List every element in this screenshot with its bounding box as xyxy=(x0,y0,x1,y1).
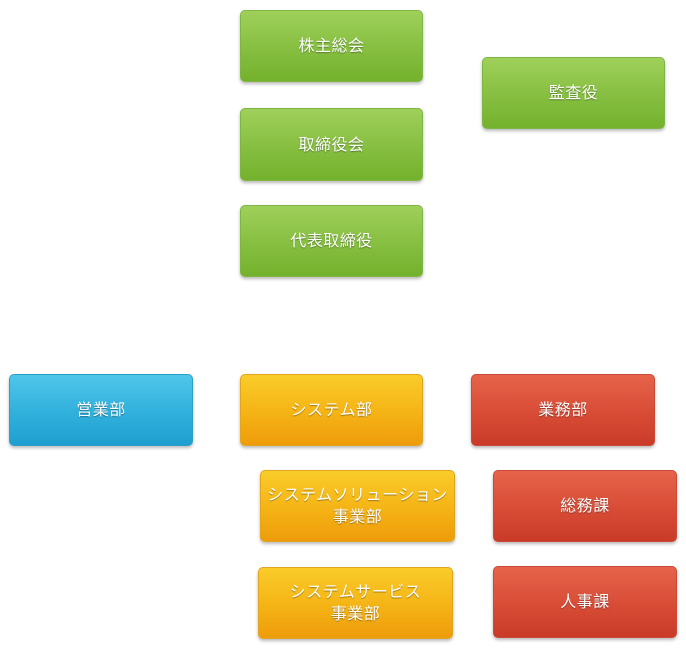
representative-director-box: 代表取締役 xyxy=(240,205,423,277)
human-resources-section-label: 人事課 xyxy=(560,592,610,611)
operations-department-box: 業務部 xyxy=(471,374,655,446)
general-affairs-section-label: 総務課 xyxy=(560,496,610,515)
representative-director-label: 代表取締役 xyxy=(290,231,373,250)
systems-department-box: システム部 xyxy=(240,374,423,446)
general-affairs-section-box: 総務課 xyxy=(493,470,677,542)
shareholders-meeting-box: 株主総会 xyxy=(240,10,423,82)
board-of-directors-box: 取締役会 xyxy=(240,108,423,181)
sales-department-label: 営業部 xyxy=(76,400,126,419)
board-of-directors-label: 取締役会 xyxy=(298,134,365,154)
human-resources-section-box: 人事課 xyxy=(493,566,677,638)
system-solutions-division-box: システムソリューション 事業部 xyxy=(260,470,455,542)
auditor-label: 監査役 xyxy=(548,83,599,102)
systems-department-label: システム部 xyxy=(290,400,373,419)
sales-department-box: 営業部 xyxy=(9,374,193,446)
system-solutions-division-label: システムソリューション 事業部 xyxy=(267,485,448,526)
system-services-division-box: システムサービス 事業部 xyxy=(258,567,453,639)
shareholders-meeting-label: 株主総会 xyxy=(298,36,365,55)
operations-department-label: 業務部 xyxy=(538,400,588,419)
auditor-box: 監査役 xyxy=(482,57,665,129)
system-services-division-label: システムサービス 事業部 xyxy=(289,582,422,623)
